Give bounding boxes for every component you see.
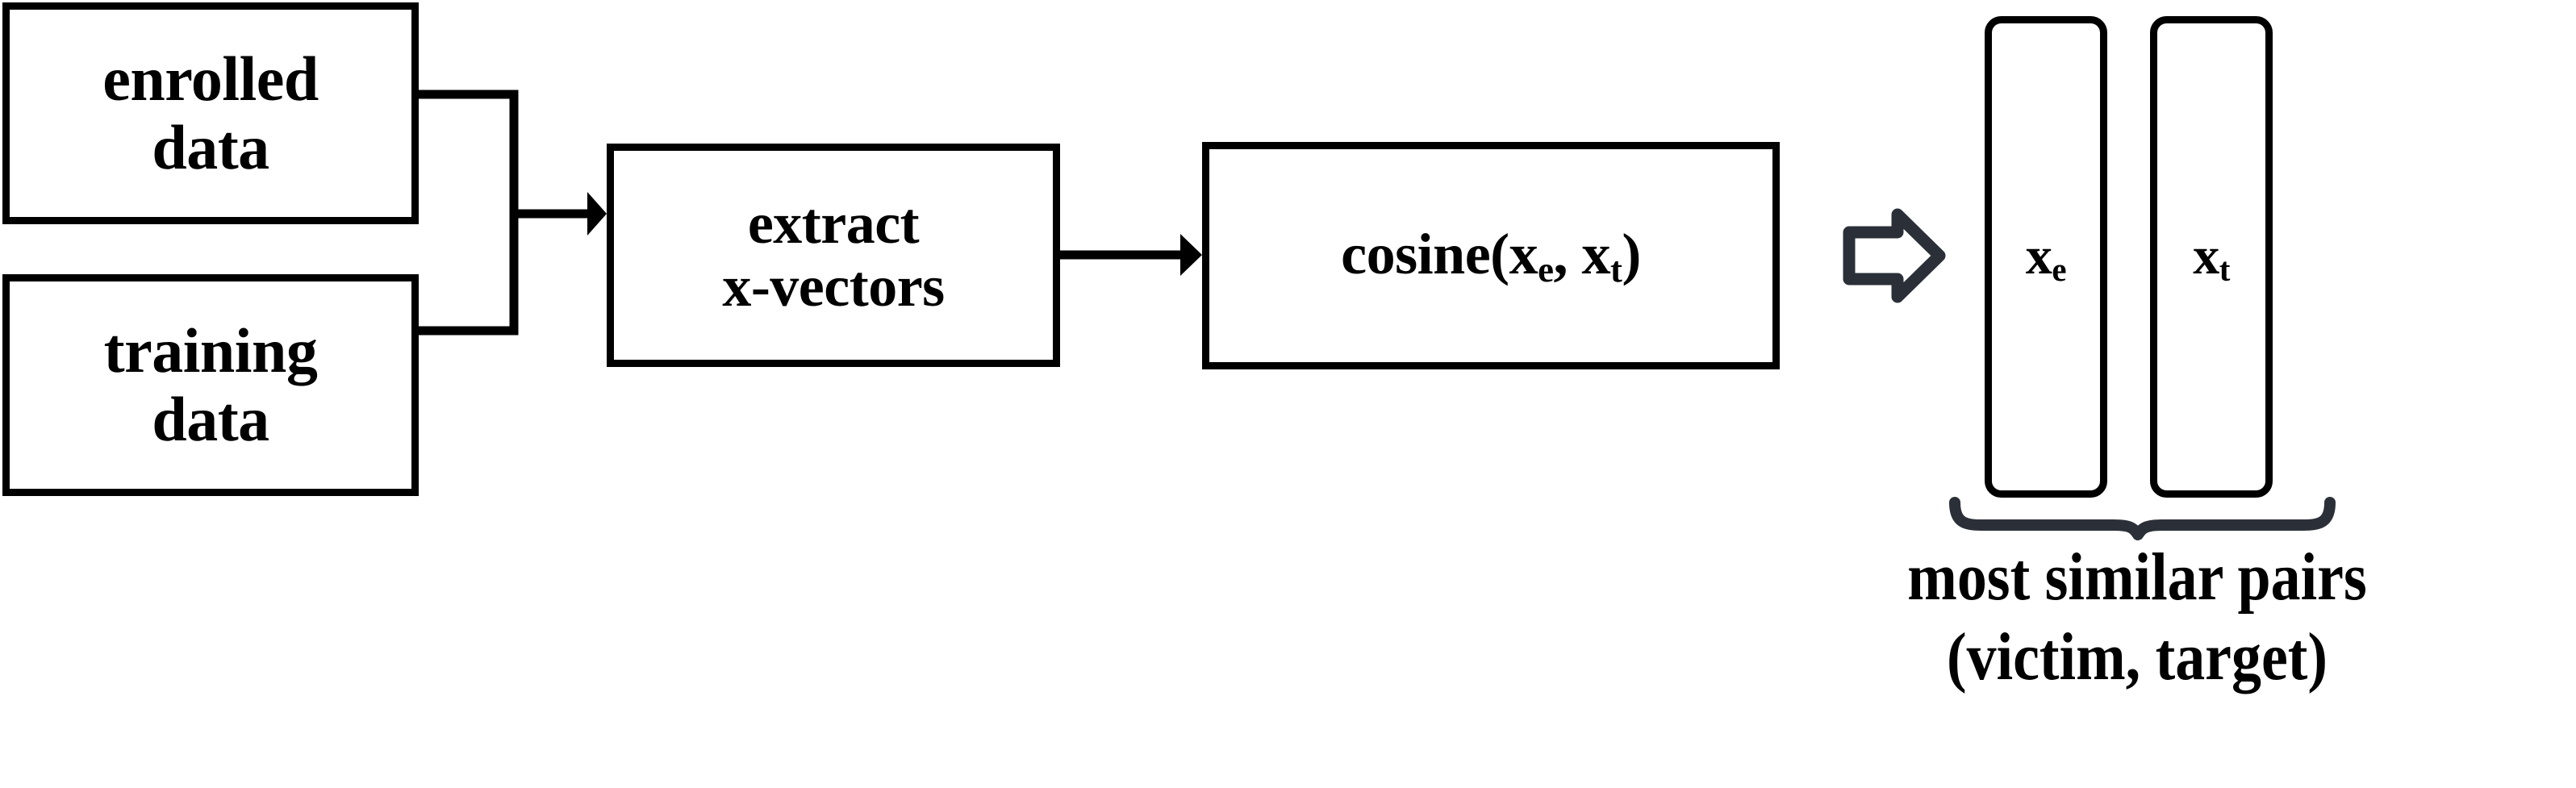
arrow-to-extract-icon	[587, 192, 607, 236]
result-bar-xe[interactable]	[1985, 16, 2107, 498]
result-bar-xt[interactable]	[2150, 16, 2273, 498]
cosine-box[interactable]	[1202, 142, 1780, 369]
grouping-brace-icon	[1949, 497, 2336, 540]
training-data-box[interactable]	[2, 274, 419, 496]
merge-bracket-connector	[415, 90, 519, 336]
enrolled-data-box[interactable]	[2, 2, 419, 224]
arrow-to-cosine-icon	[1180, 234, 1202, 276]
extract-xvectors-box[interactable]	[607, 144, 1060, 367]
hollow-arrow-right-icon	[1843, 208, 1946, 303]
